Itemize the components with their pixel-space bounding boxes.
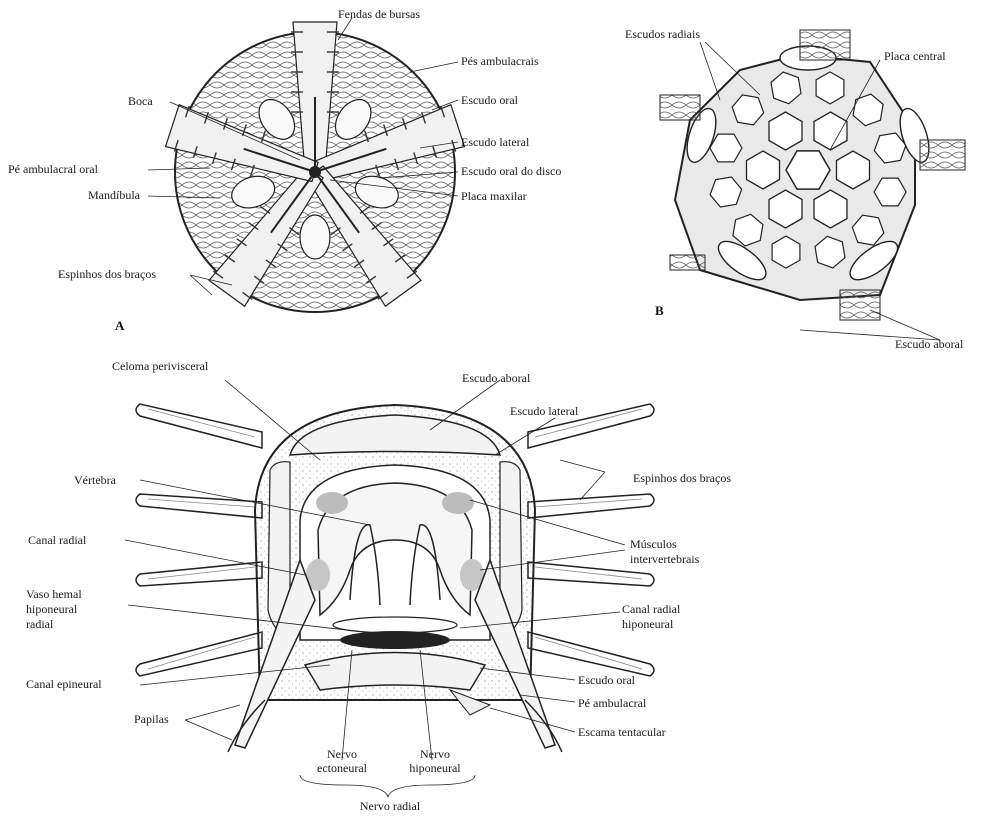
- label-escudos-radiais: Escudos radiais: [625, 28, 700, 41]
- arm-stub: [920, 140, 965, 170]
- arm-stub: [670, 255, 705, 270]
- panel-c-arm-section: [136, 404, 654, 752]
- label-musculos-1: Músculos: [630, 538, 677, 551]
- oral-shield: [300, 215, 330, 259]
- label-canal-epineural: Canal epineural: [26, 678, 102, 691]
- arm-spine: [136, 562, 262, 586]
- label-nervo-radial: Nervo radial: [345, 800, 435, 813]
- arm-stub: [840, 290, 880, 320]
- label-pes-ambulacrais: Pés ambulacrais: [461, 55, 539, 68]
- label-nervo-hipo-1: Nervo: [395, 748, 475, 761]
- label-nervo-ecto-1: Nervo: [302, 748, 382, 761]
- panel-b-aboral-disc: [660, 30, 965, 320]
- label-vaso-2: hiponeural: [26, 603, 77, 616]
- panel-b-letter: B: [655, 303, 664, 319]
- label-escudo-oral-c: Escudo oral: [578, 674, 635, 687]
- label-celoma-perivisceral: Celoma perivisceral: [112, 360, 208, 373]
- label-vaso-3: radial: [26, 618, 53, 631]
- label-vaso-1: Vaso hemal: [26, 588, 82, 601]
- label-boca: Boca: [128, 95, 153, 108]
- label-canal-radial-hipo-2: hiponeural: [622, 618, 673, 631]
- arm-stub: [800, 30, 850, 60]
- label-canal-radial: Canal radial: [28, 534, 86, 547]
- label-vertebra: Vértebra: [74, 474, 116, 487]
- label-escudo-aboral-c: Escudo aboral: [462, 372, 530, 385]
- mouth-center: [309, 166, 321, 178]
- label-mandibula: Mandíbula: [88, 189, 140, 202]
- label-escudo-lateral-c: Escudo lateral: [510, 405, 578, 418]
- label-placa-central: Placa central: [884, 50, 946, 63]
- label-canal-radial-hipo-1: Canal radial: [622, 603, 680, 616]
- panel-a-letter: A: [115, 318, 124, 334]
- label-espinhos-bracos-a: Espinhos dos braços: [58, 268, 156, 281]
- label-placa-maxilar: Placa maxilar: [461, 190, 527, 203]
- label-nervo-hipo-2: hiponeural: [395, 762, 475, 775]
- label-papilas: Papilas: [134, 713, 169, 726]
- label-escudo-oral-a: Escudo oral: [461, 94, 518, 107]
- label-fendas-bursas: Fendas de bursas: [338, 8, 420, 21]
- label-espinhos-bracos-c: Espinhos dos braços: [633, 472, 731, 485]
- label-escama-tentacular: Escama tentacular: [578, 726, 666, 739]
- label-pe-ambulacral-oral: Pé ambulacral oral: [8, 163, 98, 176]
- label-musculos-2: intervertebrais: [630, 553, 699, 566]
- label-escudo-aboral-b: Escudo aboral: [895, 338, 963, 351]
- label-escudo-lateral-a: Escudo lateral: [461, 136, 529, 149]
- arm-stub: [660, 95, 700, 120]
- label-escudo-oral-disco: Escudo oral do disco: [461, 165, 561, 178]
- label-nervo-ecto-2: ectoneural: [302, 762, 382, 775]
- label-pe-ambulacral: Pé ambulacral: [578, 697, 646, 710]
- panel-a-oral-disc: [166, 22, 465, 312]
